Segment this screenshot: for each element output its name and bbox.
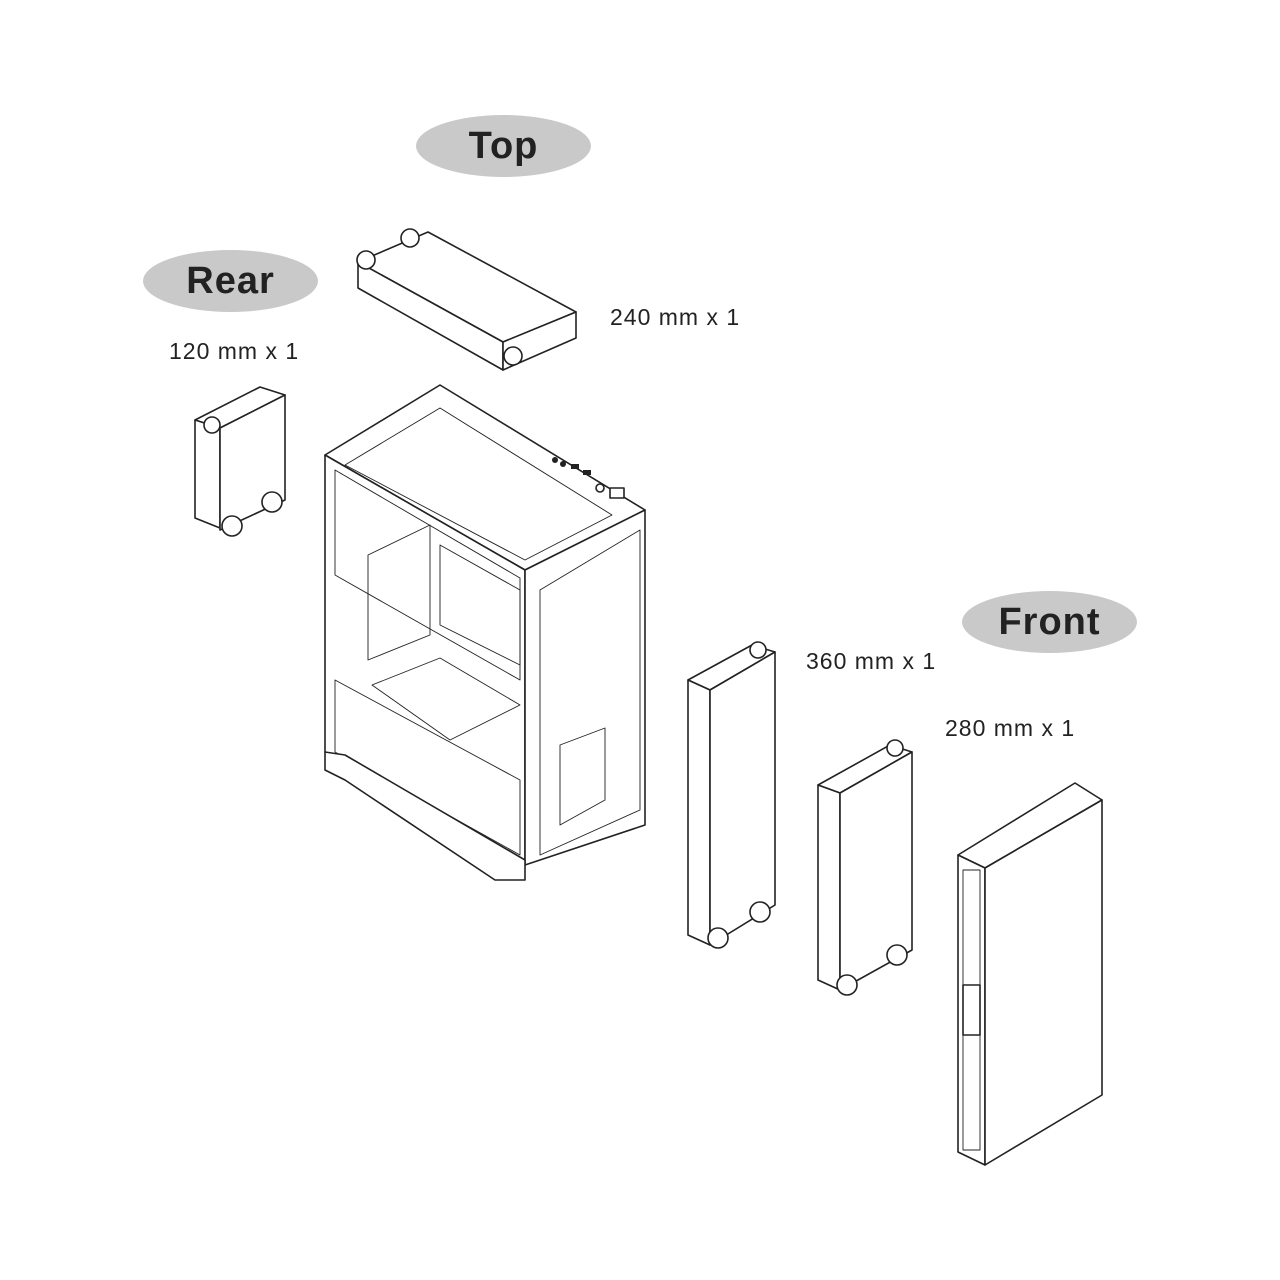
top-position-label: Top bbox=[416, 115, 591, 177]
rear-radiator-size: 120 mm x 1 bbox=[169, 338, 300, 364]
front-radiator-360 bbox=[687, 641, 776, 949]
front-radiator-size-280: 280 mm x 1 bbox=[945, 715, 1076, 741]
top-radiator-240 bbox=[356, 228, 577, 371]
pc-case bbox=[324, 384, 646, 881]
front-panel bbox=[957, 782, 1103, 1166]
front-position-label: Front bbox=[962, 591, 1137, 653]
front-radiator-size-360: 360 mm x 1 bbox=[806, 648, 937, 674]
top-radiator-size: 240 mm x 1 bbox=[610, 304, 741, 330]
rear-radiator-120 bbox=[194, 386, 286, 537]
front-radiator-280 bbox=[817, 739, 913, 996]
rear-position-label: Rear bbox=[143, 250, 318, 312]
